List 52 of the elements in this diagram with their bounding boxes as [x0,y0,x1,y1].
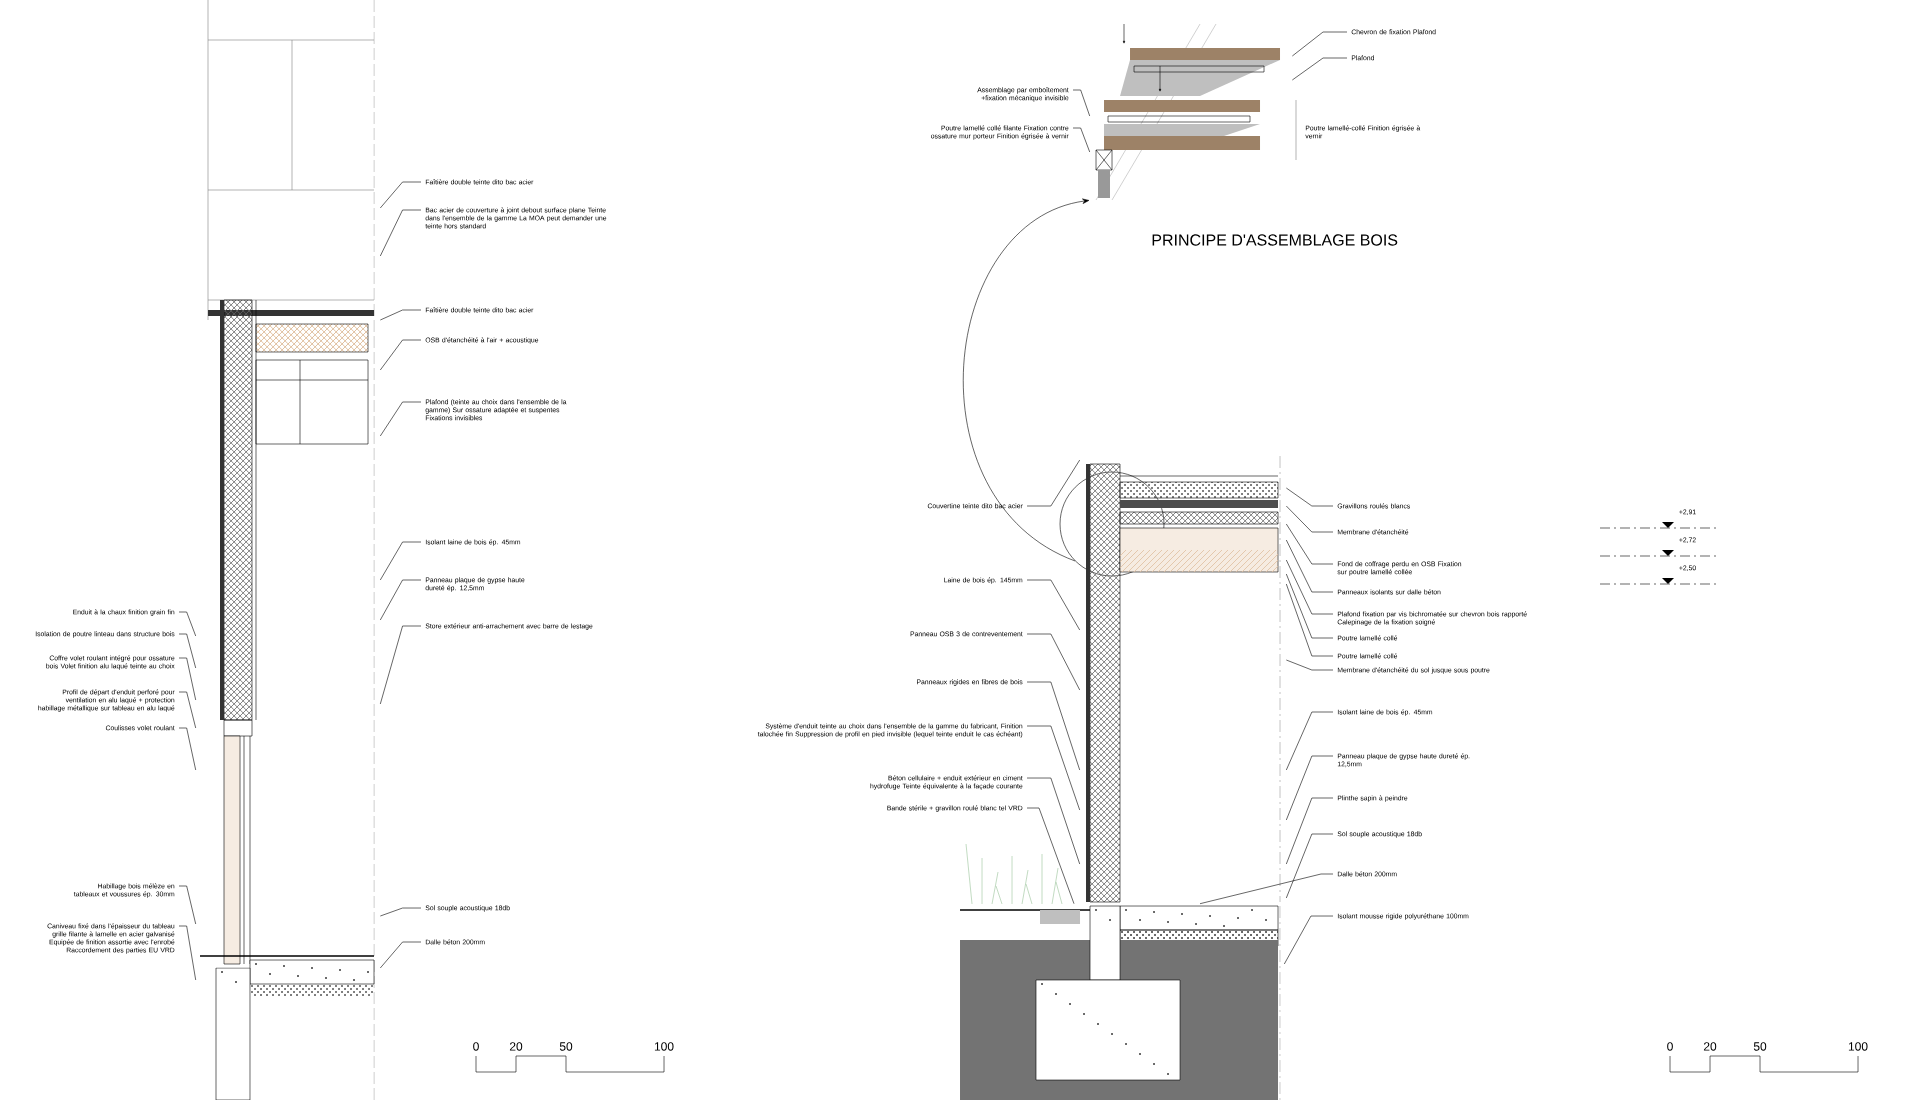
leader-line [1286,797,1334,865]
leader-line [380,181,422,209]
leader-line [1286,659,1334,671]
leader-line [380,309,422,321]
leader-line [1072,89,1090,117]
leader-line [178,925,196,981]
leader-line [380,339,422,371]
leader-line [1026,777,1080,865]
leader-line [380,579,422,621]
leader-line [178,611,196,637]
assembly-detail-drawing [1095,23,1280,201]
leader-line [380,401,422,437]
leader-line [380,541,422,581]
wall-section-drawing [207,0,375,1100]
leader-line [178,633,196,669]
leader-line [1026,725,1080,811]
leader-line [178,691,196,729]
leader-line [1026,807,1075,904]
leader-line [1286,755,1334,821]
title: PRINCIPE D'ASSEMBLAGE BOIS [1152,234,1398,246]
leader-line [1286,487,1334,507]
leader-line [1286,583,1334,657]
leader-line [380,941,422,969]
wall-roof-section-drawing [1119,511,1279,573]
leader-line [1026,633,1080,691]
wall-section-drawing [215,967,251,1100]
leader-line [178,727,196,771]
leader-line [1286,573,1334,639]
leader-line [1199,873,1334,904]
leader-line [1292,57,1348,81]
leader-line [1026,459,1080,507]
leader-line [1072,127,1090,153]
leader-line [1286,505,1334,533]
leader-line [178,657,196,701]
leader-line [1026,681,1080,771]
leader-line [380,625,422,705]
leader-line [380,209,422,257]
leader-line [1026,579,1080,631]
curved-arrow [963,198,1090,562]
wall-section-drawing [199,299,375,985]
leader-line [178,885,196,925]
wall-roof-section-drawing [1086,463,1279,903]
leader-line [380,907,422,917]
wall-section-drawing [255,323,369,445]
leader-line [1284,915,1334,965]
leader-line [1286,559,1334,615]
leader-line [1286,539,1334,593]
wall-roof-section-drawing [1119,481,1279,508]
leader-line [1286,833,1334,899]
leader-line [1286,711,1334,771]
leader-line [1292,31,1348,57]
leader-line [1286,523,1334,565]
